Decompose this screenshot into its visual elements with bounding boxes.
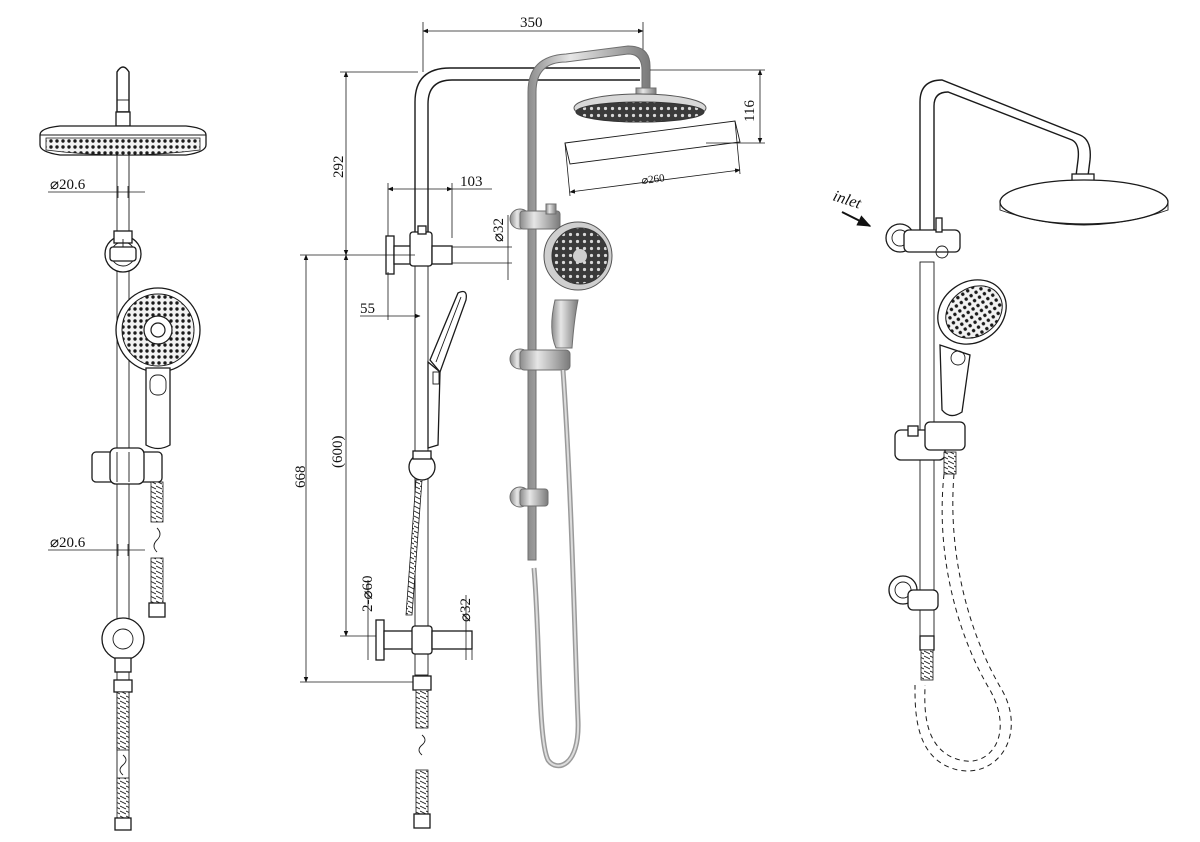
render-diverter (509, 203, 561, 230)
slide-holder-front (91, 447, 163, 485)
hose-nut-front (148, 602, 166, 618)
dim-label-668: 668 (293, 466, 309, 489)
side-view: 350 292 103 ⌀32 55 (293, 15, 644, 829)
iso-lower-bracket (888, 575, 939, 611)
dim-label-dia32-top: ⌀32 (491, 218, 507, 242)
inlet-arrow (841, 211, 872, 227)
hand-shower-side (427, 290, 467, 449)
render-riser (527, 45, 651, 561)
riser-top-cap (116, 66, 130, 113)
isometric-view: inlet (831, 79, 1169, 772)
dim-label-350: 350 (520, 15, 543, 31)
hose-break-front (153, 527, 161, 553)
hose-side (405, 479, 423, 616)
iso-hand-shower (937, 279, 1007, 417)
inlet-hose-front (116, 691, 130, 751)
product-render: 116 ⌀260 (509, 45, 765, 769)
render-hand-shower (543, 221, 613, 349)
front-view: ⌀20.6 (39, 66, 207, 831)
inlet-nut-front (113, 679, 133, 693)
dim-label-600: (600) (330, 436, 346, 469)
dim-label-2x60: 2-⌀60 (360, 575, 376, 612)
overhead-shower-head (39, 111, 207, 156)
iso-shower-head (999, 173, 1169, 226)
slide-holder-side (408, 450, 436, 481)
render-shower-head (573, 87, 707, 123)
inlet-label: inlet (831, 188, 864, 213)
dim-line-260 (569, 168, 741, 194)
hose-lower-front (150, 557, 164, 604)
head-profile-outline (564, 120, 741, 165)
dim-label-260: ⌀260 (641, 172, 666, 187)
render-slider (509, 348, 571, 371)
iso-riser-inner (933, 91, 1080, 230)
lower-wall-bracket (101, 617, 145, 673)
dim-label-55: 55 (360, 301, 375, 317)
dim-label-103: 103 (460, 174, 483, 190)
upper-wall-bracket (104, 230, 142, 273)
dim-label-116: 116 (742, 100, 758, 122)
hand-shower-front (115, 287, 201, 450)
dim-label-dia32-bottom: ⌀32 (458, 598, 474, 622)
iso-diverter (885, 217, 961, 259)
dim-label-292: 292 (331, 156, 347, 179)
dim-label-dia-top: ⌀20.6 (50, 177, 86, 193)
dim-label-dia-bottom: ⌀20.6 (50, 535, 86, 551)
iso-slider (894, 421, 966, 461)
riser-bend-inner (427, 79, 640, 240)
render-lower-bracket (509, 486, 549, 508)
hose-upper-front (150, 481, 164, 523)
riser-bend-outer (414, 67, 640, 240)
diverter-bracket-side (385, 225, 453, 275)
iso-hose-dashed (924, 473, 1001, 762)
lower-bracket-side (375, 619, 473, 661)
iso-riser-outer (919, 79, 1091, 230)
